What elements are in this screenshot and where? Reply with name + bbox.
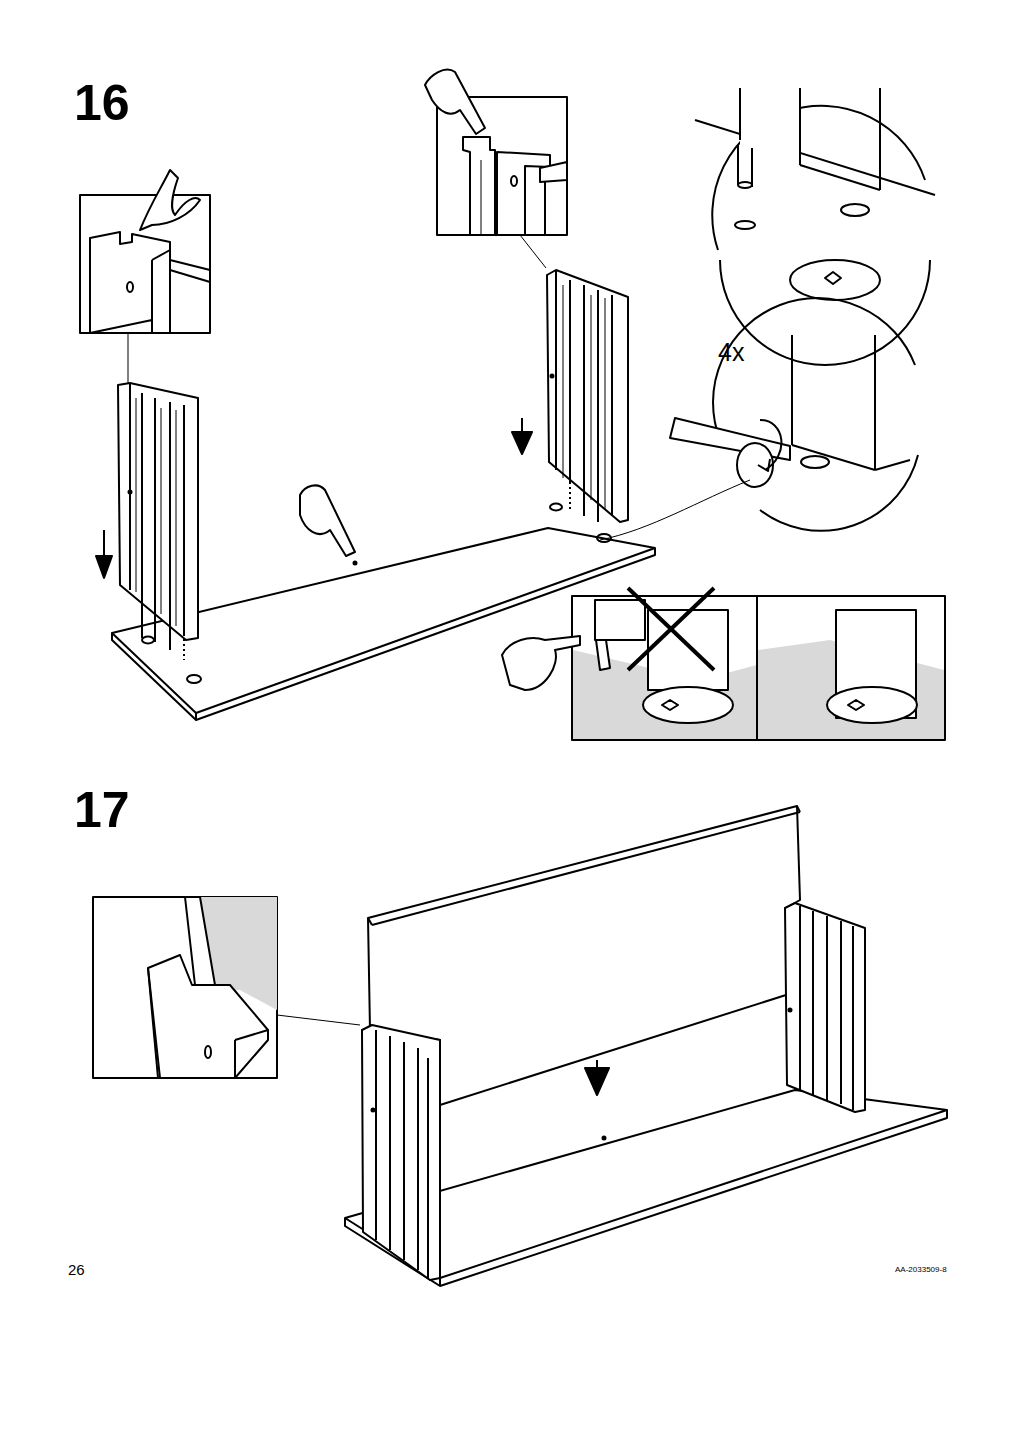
hand-pointer	[300, 485, 355, 556]
detail-callout	[425, 70, 567, 268]
side-panel	[362, 1025, 440, 1280]
step-number: 17	[74, 785, 130, 835]
detail-circle	[600, 88, 935, 540]
quantity-label: 4x	[718, 340, 744, 365]
detail-callout	[93, 897, 360, 1078]
detail-callout	[80, 170, 210, 384]
wrong-right-detail	[502, 588, 945, 740]
side-panel	[785, 903, 865, 1112]
page-number: 26	[68, 1262, 85, 1277]
side-panel	[96, 383, 198, 660]
side-panel	[512, 270, 628, 522]
document-code: AA-2033509-8	[895, 1266, 947, 1274]
step-number: 16	[74, 78, 130, 128]
